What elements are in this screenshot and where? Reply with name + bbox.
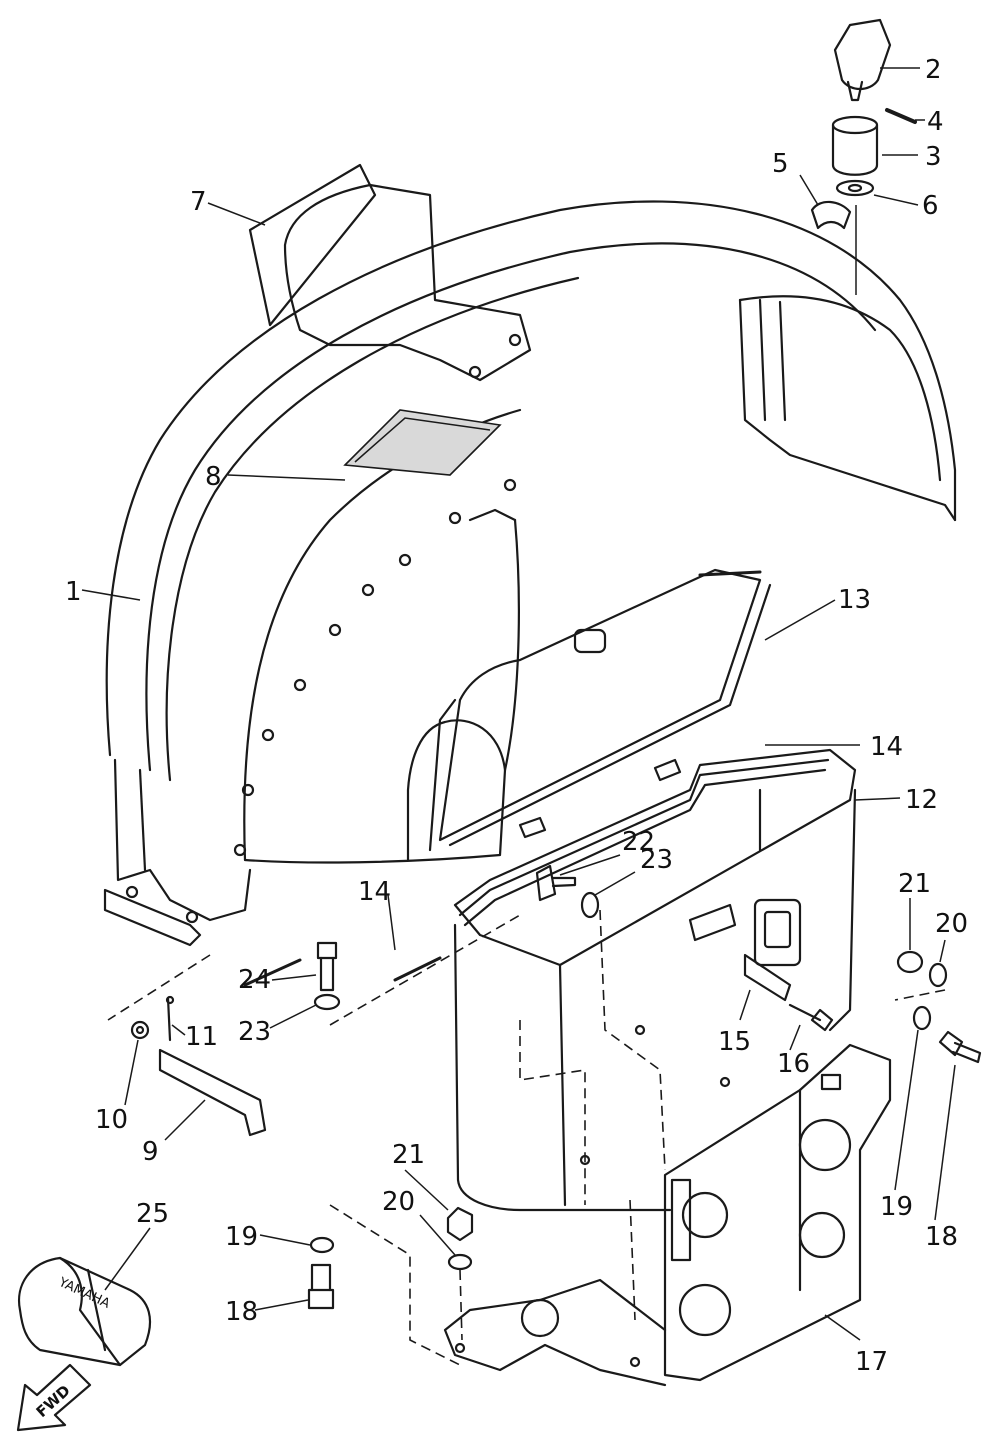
callout-17: 17 [855,1347,888,1377]
callout-24: 24 [238,965,271,995]
callout-19-left: 19 [225,1222,258,1252]
fender-housing-part [103,200,957,947]
hardware-parts [243,570,982,1310]
callout-labels: 1 2 3 4 5 6 7 8 9 10 11 12 13 14 14 15 1… [65,55,968,1377]
callout-1: 1 [65,577,82,607]
alignment-lines [107,909,946,1366]
callout-25: 25 [136,1199,169,1229]
fwd-label: FWD [33,1381,74,1421]
callout-11: 11 [185,1022,218,1052]
knob-assembly [810,18,917,295]
callout-4: 4 [927,107,944,137]
callout-10: 10 [95,1105,128,1135]
mounting-bracket-part [443,1043,892,1387]
callout-23-left: 23 [238,1017,271,1047]
callout-18-left: 18 [225,1297,258,1327]
callout-16: 16 [777,1049,810,1079]
forward-direction-arrow: FWD [16,1363,92,1432]
callout-6: 6 [922,191,939,221]
lid-frame-part [428,568,772,852]
callout-23-right: 23 [640,845,673,875]
storage-box-part [453,748,857,1212]
callout-22: 22 [622,827,655,857]
callout-2: 2 [925,55,942,85]
callout-9: 9 [142,1137,159,1167]
callout-14-top: 14 [870,732,903,762]
callout-20-right: 20 [935,909,968,939]
callout-8: 8 [205,462,222,492]
seat-panel-part [248,163,532,382]
tool-bag-brand: YAMAHA [55,1275,112,1312]
callout-14-left: 14 [358,877,391,907]
callout-7: 7 [190,187,207,217]
callout-5: 5 [772,149,789,179]
leader-lines [81,67,956,1341]
callout-21-left: 21 [392,1140,425,1170]
label-plate-part [343,409,502,476]
callout-19-right: 19 [880,1192,913,1222]
callout-20-left: 20 [382,1187,415,1217]
support-rod-part [130,995,267,1137]
callout-13: 13 [838,585,871,615]
callout-18-right: 18 [925,1222,958,1252]
tool-bag-part: YAMAHA [17,1256,152,1367]
callout-3: 3 [925,142,942,172]
callout-21-right: 21 [898,869,931,899]
callout-12: 12 [905,785,938,815]
callout-15: 15 [718,1027,751,1057]
